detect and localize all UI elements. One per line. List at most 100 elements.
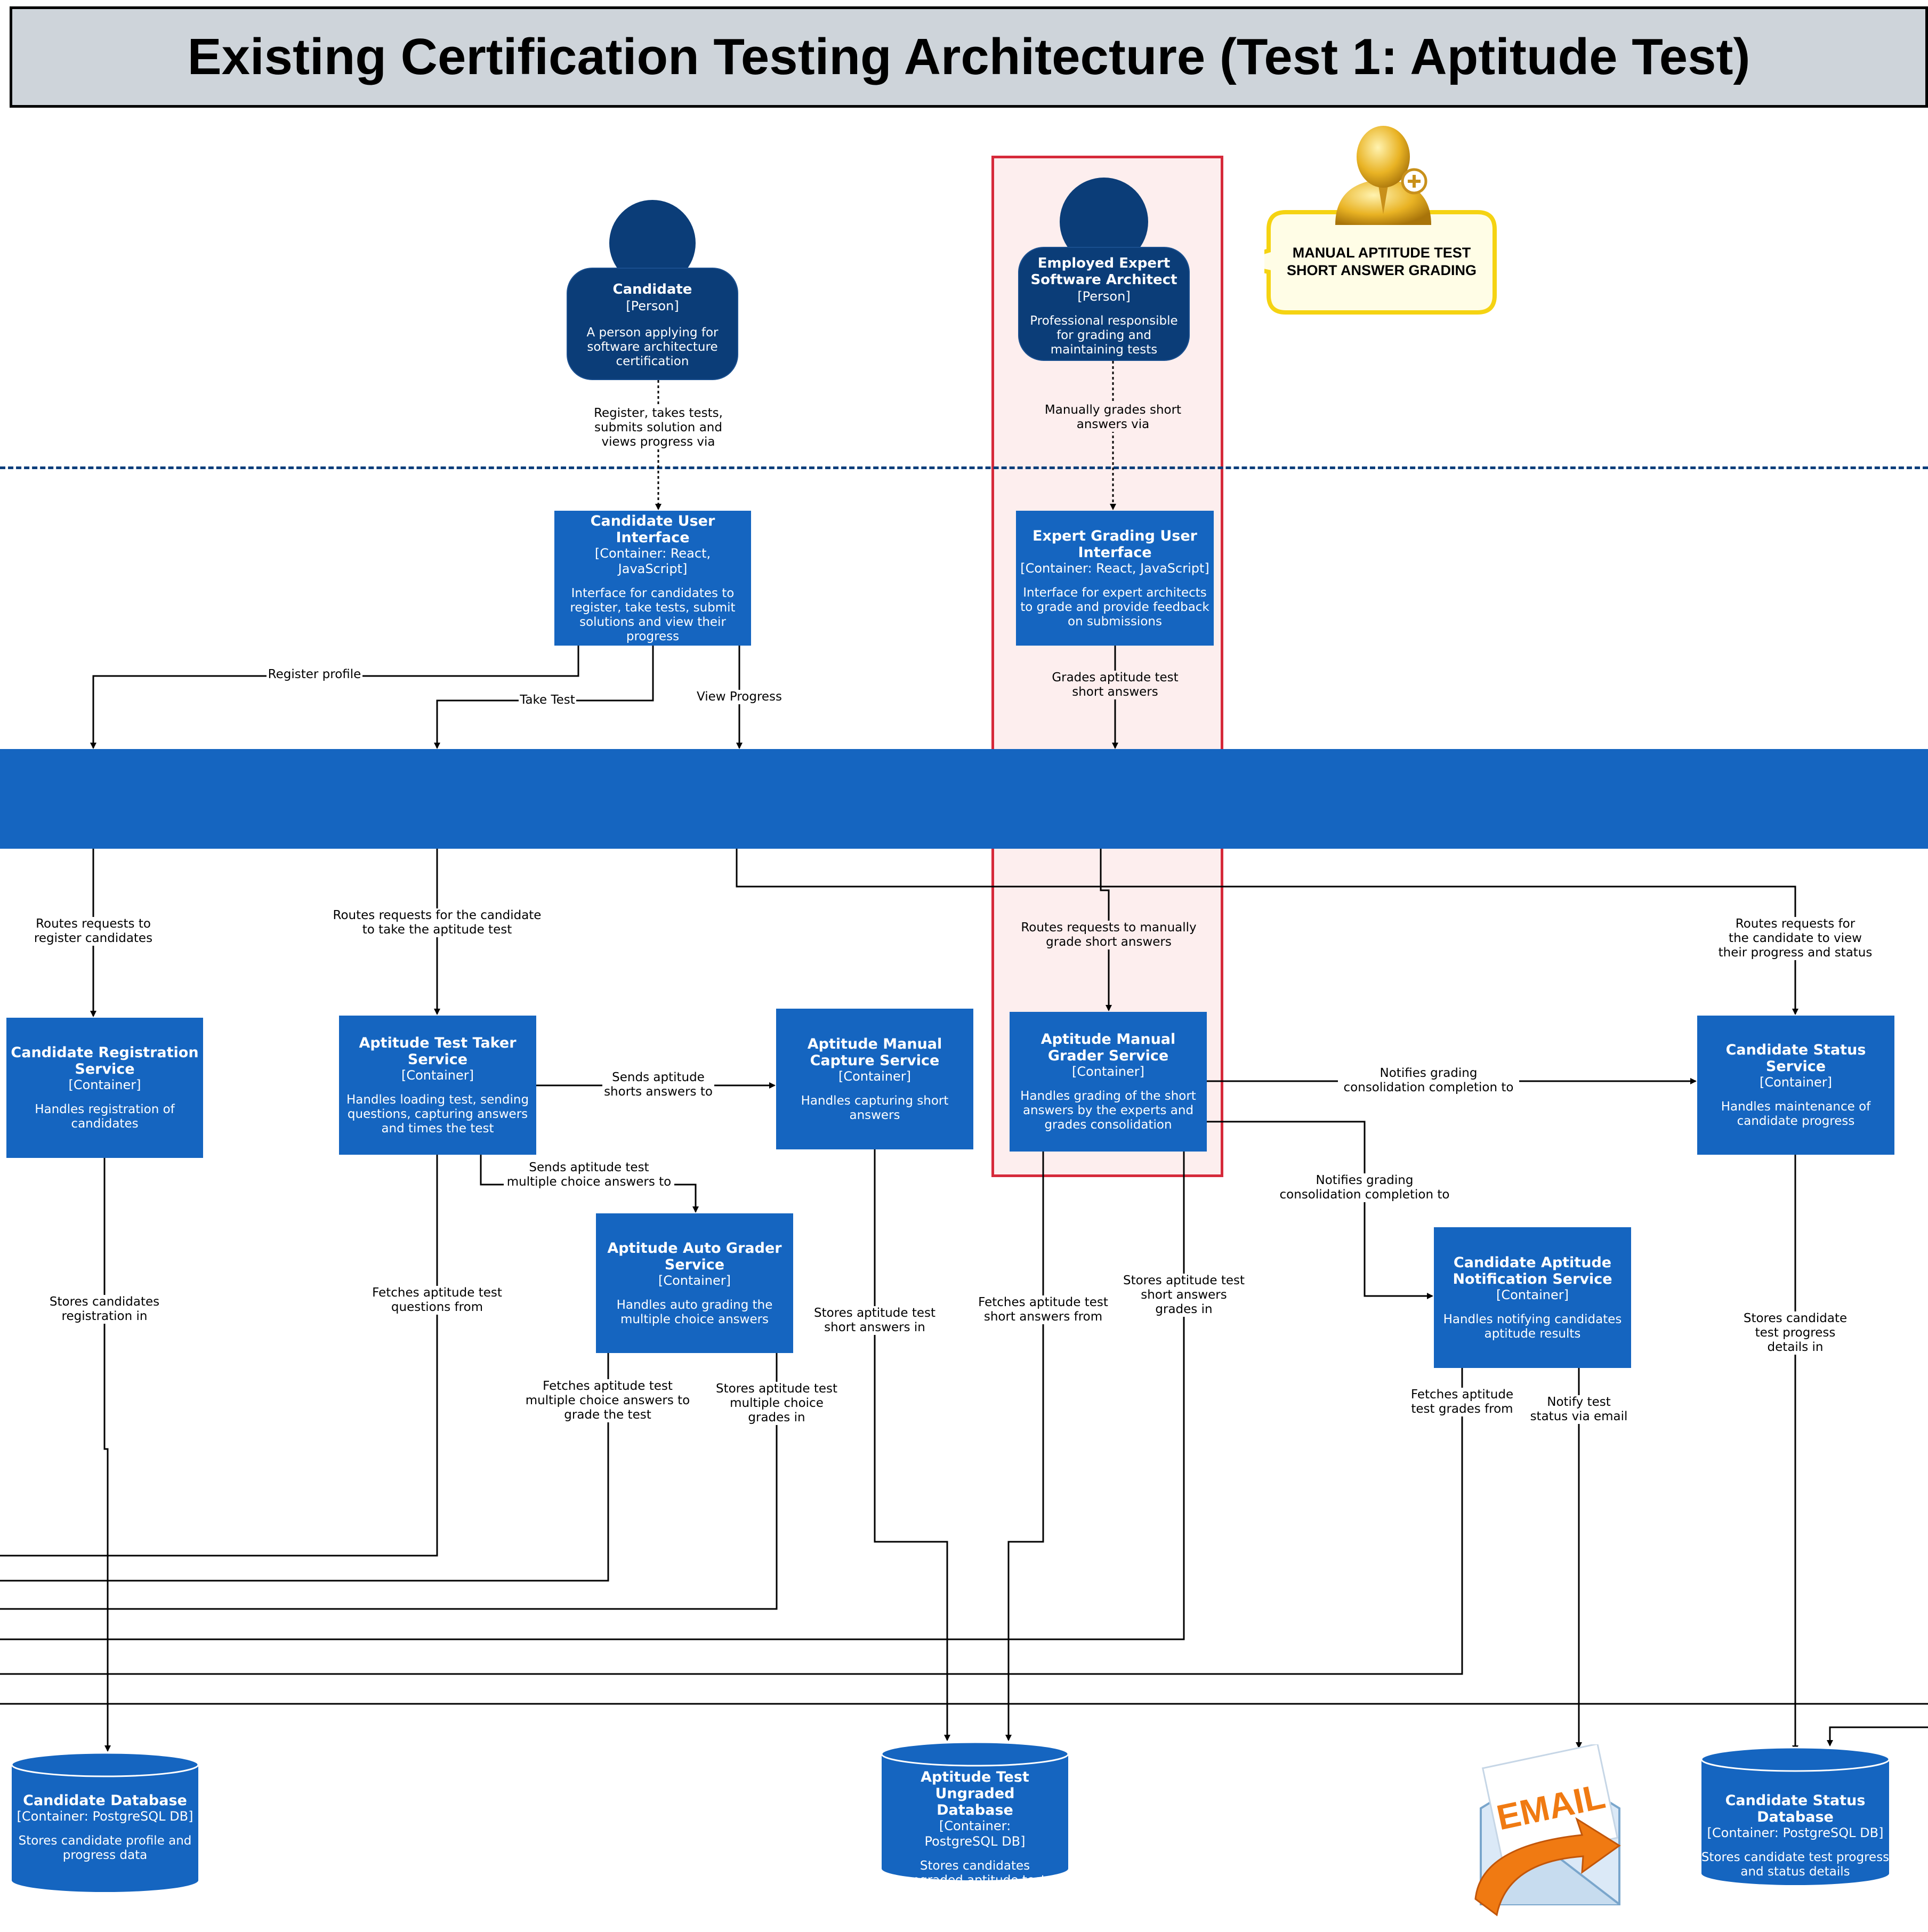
container-name: Candidate Aptitude Notification Service [1453,1254,1612,1287]
candidate-desc: A person applying for software architect… [586,326,719,368]
label-stores-short-grades: Stores aptitude test short answers grade… [1119,1274,1248,1317]
label-grades-short: Grades aptitude test short answers [1046,671,1184,699]
edge-fetches-grades [0,1368,1463,1675]
callout-line-2: SHORT ANSWER GRADING [1287,262,1477,278]
title-bar: Existing Certification Testing Architect… [10,6,1928,108]
expert-architect-person: Employed Expert Software Architect [Pers… [1018,178,1190,361]
edge-stores-mc [0,1353,778,1610]
expert-tag: [Person] [1077,289,1131,304]
db-name: Aptitude Test Ungraded Database [921,1769,1029,1818]
notification-service: Candidate Aptitude Notification Service … [1434,1227,1631,1368]
label-notifies-notif: Notifies grading consolidation completio… [1274,1173,1455,1202]
label-stores-short: Stores aptitude test short answers in [806,1306,943,1335]
database-cylinder-icon [11,1752,199,1892]
label-notifies-status: Notifies grading consolidation completio… [1338,1066,1519,1095]
container-tag: [Container] [838,1068,911,1084]
db-text: Candidate Database [Container: PostgreSQ… [11,1792,199,1863]
candidate-tag: [Person] [626,299,679,313]
container-tag: [Container] [1496,1287,1569,1302]
container-tag: [Container] [401,1067,474,1083]
edge-stores-registration [103,1158,111,1752]
container-name: Aptitude Manual Grader Service [1040,1031,1176,1064]
callout-bubble [1264,210,1497,315]
label-notify-email: Notify test status via email [1524,1395,1633,1424]
db-name: Candidate Status Database [1725,1792,1866,1825]
status-service: Candidate Status Service [Container] Han… [1697,1016,1894,1155]
candidate-name: Candidate [612,281,692,297]
container-tag: [Container] [658,1273,731,1288]
container-desc: Handles auto grading the multiple choice… [616,1298,773,1326]
expert-grading-ui-container: Expert Grading User Interface [Container… [1016,511,1214,646]
manual-grader-service: Aptitude Manual Grader Service [Containe… [1010,1012,1207,1152]
container-tag: [Container] [1759,1075,1832,1090]
database-cylinder-icon [881,1741,1069,1880]
candidate-ui-container: Candidate User Interface [Container: Rea… [554,511,751,646]
candidate-person-body: Candidate [Person] A person applying for… [567,268,738,380]
container-name: Aptitude Auto Grader Service [607,1239,782,1273]
container-desc: Handles notifying candidates aptitude re… [1443,1312,1622,1341]
label-fetches-mc: Fetches aptitude test multiple choice an… [522,1379,693,1422]
email-envelope-icon: EMAIL [1474,1744,1621,1917]
db-tag: [Container: PostgreSQL DB] [1707,1825,1884,1840]
label-routes-register: Routes requests to register candidates [24,917,163,946]
edge-fetches-short [1005,1152,1044,1741]
label-stores-registration: Stores candidates registration in [41,1295,168,1324]
auto-grader-service: Aptitude Auto Grader Service [Container]… [596,1213,793,1353]
container-name: Aptitude Manual Capture Service [807,1035,942,1069]
label-fetches-questions: Fetches aptitude test questions from [362,1286,512,1315]
container-name: Candidate Registration Service [11,1044,199,1077]
registration-service: Candidate Registration Service [Containe… [6,1018,203,1158]
label-sends-mc: Sends aptitude test multiple choice answ… [504,1161,674,1189]
container-desc: Handles grading of the short answers by … [1020,1089,1196,1132]
expert-desc: Professional responsible for grading and… [1030,314,1178,357]
label-sends-short: Sends aptitude shorts answers to [602,1070,714,1099]
edge-routes-status [736,849,1798,1015]
container-name: Expert Grading User Interface [1032,527,1197,561]
container-name: Aptitude Test Taker Service [359,1034,517,1068]
edge-fetches-mc [0,1353,609,1582]
expert-name: Employed Expert Software Architect [1030,255,1177,288]
api-gateway-bar [0,749,1928,849]
container-desc: Interface for candidates to register, ta… [570,586,736,643]
edge-fetches-questions [0,1155,438,1557]
label-view-progress: View Progress [694,690,785,704]
test-taker-service: Aptitude Test Taker Service [Container] … [339,1016,536,1155]
ungraded-database: Aptitude Test Ungraded Database [Contain… [881,1741,1069,1902]
container-tag: [Container: React, JavaScript] [1020,560,1209,576]
label-register-profile: Register profile [267,667,362,682]
container-desc: Handles loading test, sending questions,… [346,1092,529,1136]
database-cylinder-icon [1700,1746,1890,1885]
edge-status-db-feed [1827,1726,1928,1746]
label-candidate-to-ui: Register, takes tests, submits solution … [584,406,733,449]
db-text: Aptitude Test Ungraded Database [Contain… [881,1769,1069,1902]
candidate-person: Candidate [Person] A person applying for… [567,200,738,380]
edge-routes-manual [1100,849,1112,1011]
db-text: Candidate Status Database [Container: Po… [1700,1792,1890,1879]
db-tag: [Container: PostgreSQL DB] [17,1809,193,1824]
label-take-test: Take Test [519,693,576,707]
expert-person-body: Employed Expert Software Architect [Pers… [1018,247,1190,361]
container-name: Candidate User Interface [590,512,715,546]
callout-line-1: MANUAL APTITUDE TEST [1292,245,1471,261]
edge-register-profile [90,646,579,749]
label-stores-mc: Stores aptitude test multiple choice gra… [710,1382,843,1425]
label-routes-take: Routes requests for the candidate to tak… [330,908,544,937]
candidate-database: Candidate Database [Container: PostgreSQ… [11,1752,199,1893]
edge-notifies-notif [1207,1121,1433,1299]
db-tag: [Container: PostgreSQL DB] [924,1818,1026,1849]
container-desc: Handles registration of candidates [35,1102,175,1131]
db-desc: Stores candidate profile and progress da… [18,1834,192,1862]
container-tag: [Container: React, JavaScript] [594,545,711,576]
manager-person-icon [1335,126,1431,225]
system-boundary-line [0,466,1928,469]
db-name: Candidate Database [23,1792,187,1809]
container-tag: [Container] [68,1077,141,1092]
label-expert-to-ui: Manually grades short answers via [1038,403,1188,432]
status-database: Candidate Status Database [Container: Po… [1700,1746,1890,1886]
label-fetches-grades: Fetches aptitude test grades from [1401,1388,1523,1416]
label-fetches-short: Fetches aptitude test short answers from [971,1295,1115,1324]
edge-stores-short [874,1149,950,1741]
db-desc: Stores candidate test progress and statu… [1701,1850,1890,1879]
db-desc: Stores candidates ungraded aptitude test… [904,1859,1046,1902]
